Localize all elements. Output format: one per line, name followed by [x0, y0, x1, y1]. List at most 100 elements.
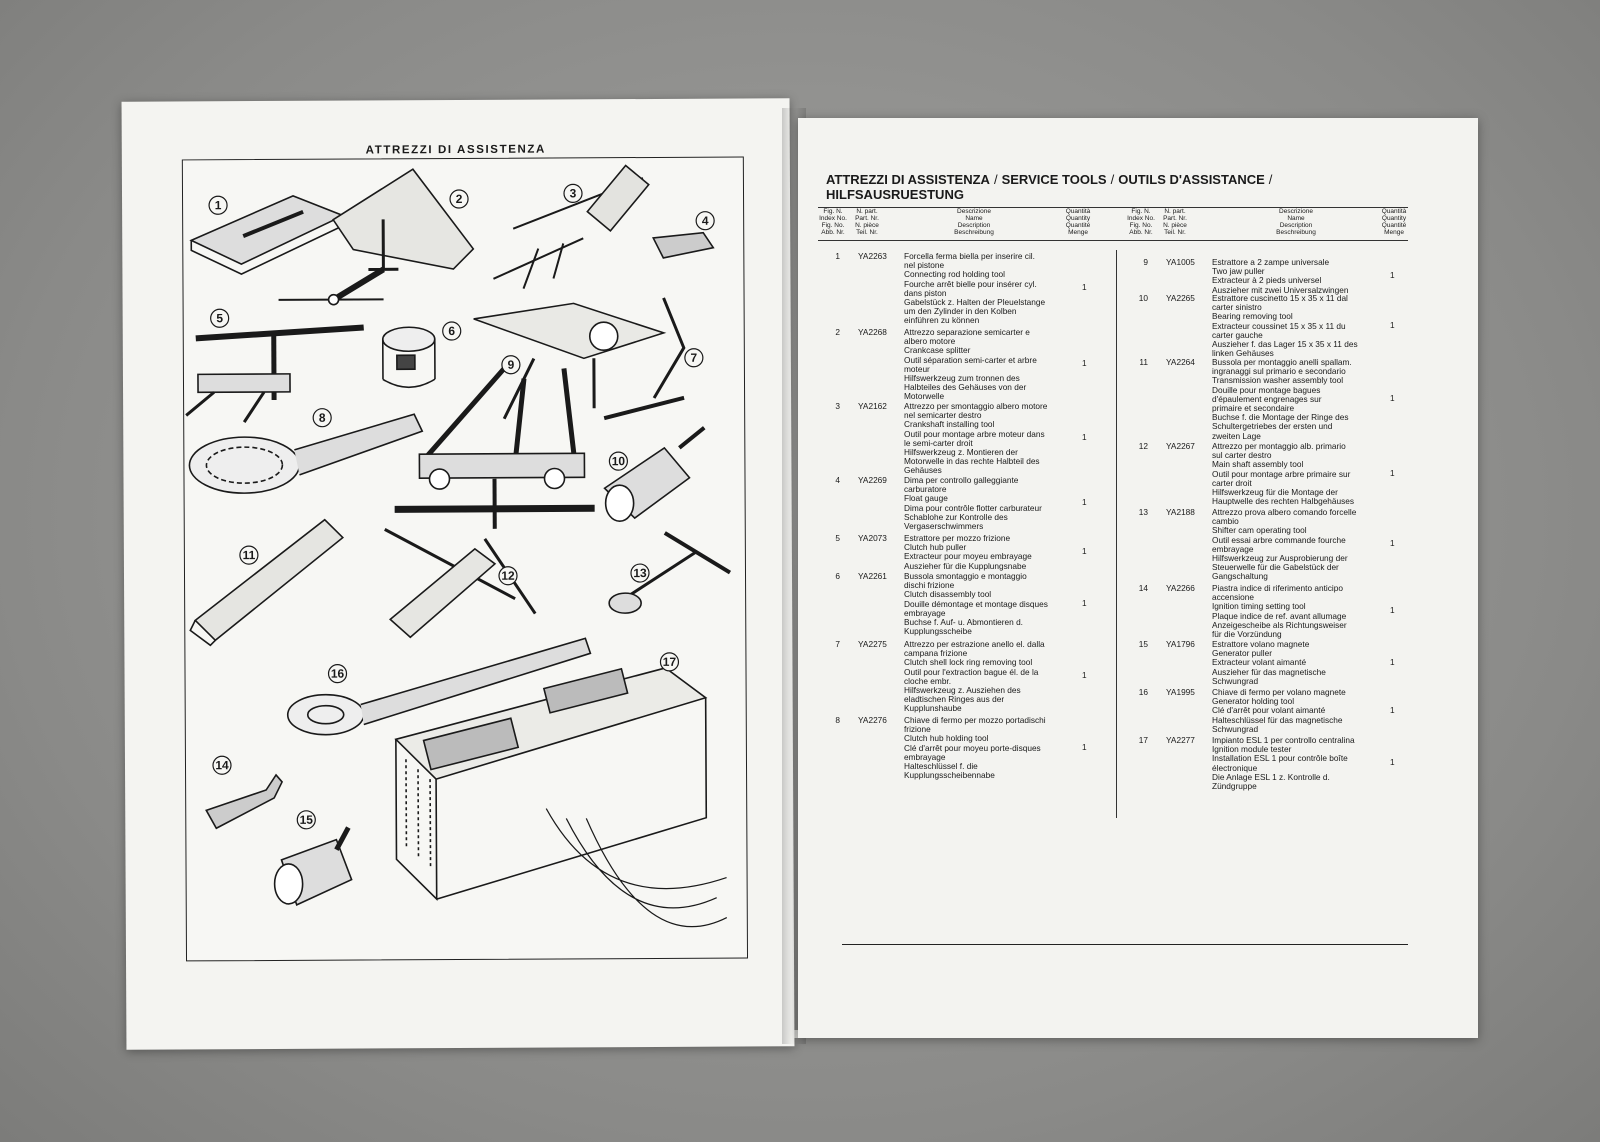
- entry-part-number: YA2275: [858, 639, 887, 649]
- entry-description: Attrezzo per estrazione anello el. dalla…: [904, 639, 1076, 714]
- entry-part-number: YA2073: [858, 533, 887, 543]
- entry-description-line: Anzeigescheibe als Richtungsweiser: [1212, 619, 1347, 630]
- entry-description-line: Extracteur volant aimanté: [1212, 657, 1307, 668]
- entry-fig-number: 6: [835, 571, 840, 581]
- entry-fig-number: 9: [1143, 257, 1148, 267]
- entry-fig-number: 5: [835, 533, 840, 543]
- entry-description-line: Kupplunshaube: [904, 703, 962, 714]
- entry-description-line: Buchse f. die Montage der Ringe des: [1212, 412, 1349, 423]
- entry-description-line: Installation ESL 1 pour contrôle boîte: [1212, 753, 1348, 764]
- entry-description-line: Gangschaltung: [1212, 571, 1268, 582]
- entry-description-line: Float gauge: [904, 493, 948, 504]
- entry-description-line: Forcella ferma biella per inserire cil.: [904, 251, 1035, 261]
- entry-description-line: Motorwelle in das rechte Halbteil des: [904, 456, 1040, 467]
- tool-7-frame: [473, 297, 686, 421]
- entry-description-line: Douille pour montage bagues: [1212, 384, 1321, 395]
- entry-description-line: campana frizione: [904, 648, 968, 659]
- entry-description-line: dans piston: [904, 287, 947, 298]
- entry-fig-number: 12: [1138, 441, 1148, 451]
- entry-quantity: 1: [1082, 546, 1087, 556]
- entry-fig-number: 10: [1138, 293, 1148, 303]
- entry-description-line: ingranaggi sul primario e secondario: [1212, 366, 1346, 377]
- entry-description-line: Auszieher für das magnetische: [1212, 666, 1326, 677]
- entry-description-line: Extracteur à 2 pieds universel: [1212, 275, 1322, 286]
- entry-description-line: carter gauche: [1212, 329, 1263, 340]
- entry-description-line: Vergaserschwimmers: [904, 521, 984, 532]
- entry-description-line: Clé d'arrêt pour moyeu porte-disques: [904, 742, 1041, 753]
- entry-quantity: 1: [1082, 432, 1087, 442]
- entry-fig-number: 8: [835, 715, 840, 725]
- entry-part-number: YA1796: [1166, 639, 1195, 649]
- entry-fig-number: 14: [1138, 583, 1148, 593]
- tool-num-15: 15: [300, 813, 314, 827]
- entry-description-line: primaire et secondaire: [1212, 403, 1295, 414]
- entry-description-line: Outil pour montage arbre moteur dans: [904, 428, 1045, 439]
- entry-description-line: cloche embr.: [904, 675, 952, 686]
- entry-part-number: YA2261: [858, 571, 887, 581]
- entry-part-number: YA2265: [1166, 293, 1195, 303]
- page-title: ATTREZZI DI ASSISTENZA/SERVICE TOOLS/OUT…: [826, 172, 1276, 202]
- entry-description-line: Crankshaft installing tool: [904, 419, 995, 430]
- column-divider: [1116, 250, 1117, 818]
- tool-17-tester: [394, 667, 728, 928]
- title-separator: /: [1268, 172, 1273, 187]
- entry-description-line: Hilfswerkzeug zur Ausprobierung der: [1212, 553, 1348, 564]
- tool-num-7: 7: [690, 351, 697, 365]
- entry-description-line: Attrezzo prova albero comando forcelle: [1212, 507, 1357, 517]
- tool-num-16: 16: [331, 667, 345, 681]
- right-page: ATTREZZI DI ASSISTENZA/SERVICE TOOLS/OUT…: [798, 118, 1478, 1038]
- entry-quantity: 1: [1390, 320, 1395, 330]
- entry-quantity: 1: [1390, 605, 1395, 615]
- entry-fig-number: 15: [1138, 639, 1148, 649]
- tool-14-index-plate: [205, 773, 284, 830]
- entry-fig-number: 13: [1138, 507, 1148, 517]
- tool-2-splitter: [278, 168, 475, 306]
- entry-description-line: nel semicarter destro: [904, 410, 982, 421]
- tool-num-12: 12: [501, 569, 515, 583]
- entry-description-line: Gabelstück z. Halten der Pleuelstange: [904, 297, 1046, 308]
- entry-description-line: Hilfswerkzeug z. Ausziehen des: [904, 685, 1021, 696]
- entry-description-line: Zündgruppe: [1212, 781, 1257, 792]
- entry-fig-number: 1: [835, 251, 840, 261]
- entry-description-line: einführen zu können: [904, 315, 980, 326]
- entry-description-line: Plaque indice de ref. avant allumage: [1212, 610, 1347, 621]
- tool-4-gauge: [652, 231, 715, 259]
- entry-quantity: 1: [1082, 358, 1087, 368]
- tool-num-4: 4: [702, 214, 709, 228]
- tool-num-17: 17: [663, 655, 677, 669]
- tool-num-1: 1: [215, 198, 222, 212]
- entry-description-line: Bearing removing tool: [1212, 311, 1293, 322]
- entry-description-line: linken Gehäuses: [1212, 348, 1274, 359]
- entry-description-line: Steuerwelle für die Gabelstück der: [1212, 562, 1339, 573]
- tool-6-bushing: [381, 326, 436, 389]
- entry-description-line: Hauptwelle des rechten Halbgehäuses: [1212, 496, 1355, 507]
- entry-description-line: embrayage: [904, 751, 946, 762]
- title-fr: OUTILS D'ASSISTANCE: [1118, 172, 1265, 187]
- entry-description-line: Halteschlüssel für das magnetische: [1212, 714, 1343, 725]
- tool-5-puller: [185, 324, 364, 423]
- tools-illustration: 1 2 3 4 5 6 7 8 9 10 11 12 13 14 15 16 1…: [181, 156, 749, 962]
- entry-description-line: frizione: [904, 724, 931, 735]
- entry-description-line: Clé d'arrêt pour volant aimanté: [1212, 705, 1326, 716]
- entry-description-line: Schultergetriebes der ersten und: [1212, 421, 1333, 432]
- entry-quantity: 1: [1390, 538, 1395, 548]
- bottom-rule: [842, 944, 1408, 945]
- entry-description-line: Kupplungsscheibennabe: [904, 770, 995, 781]
- tool-num-2: 2: [456, 192, 463, 206]
- entry-description-line: cambio: [1212, 516, 1239, 527]
- entry-description-line: Generator puller: [1212, 648, 1272, 659]
- entry-description-line: embrayage: [904, 607, 946, 618]
- entry-description-line: Auszieher für die Kupplungsnabe: [904, 560, 1027, 571]
- entry-description-line: Outil séparation semi-carter et arbre: [904, 354, 1037, 365]
- entry-description-line: Piastra indice di riferimento anticipo: [1212, 583, 1343, 593]
- entry-description-line: zweiten Lage: [1212, 430, 1261, 441]
- entry-description-line: Attrezzo per estrazione anello el. dalla: [904, 639, 1045, 649]
- entry-fig-number: 11: [1139, 357, 1148, 367]
- entry-part-number: YA2268: [858, 327, 887, 337]
- title-separator: /: [1110, 172, 1115, 187]
